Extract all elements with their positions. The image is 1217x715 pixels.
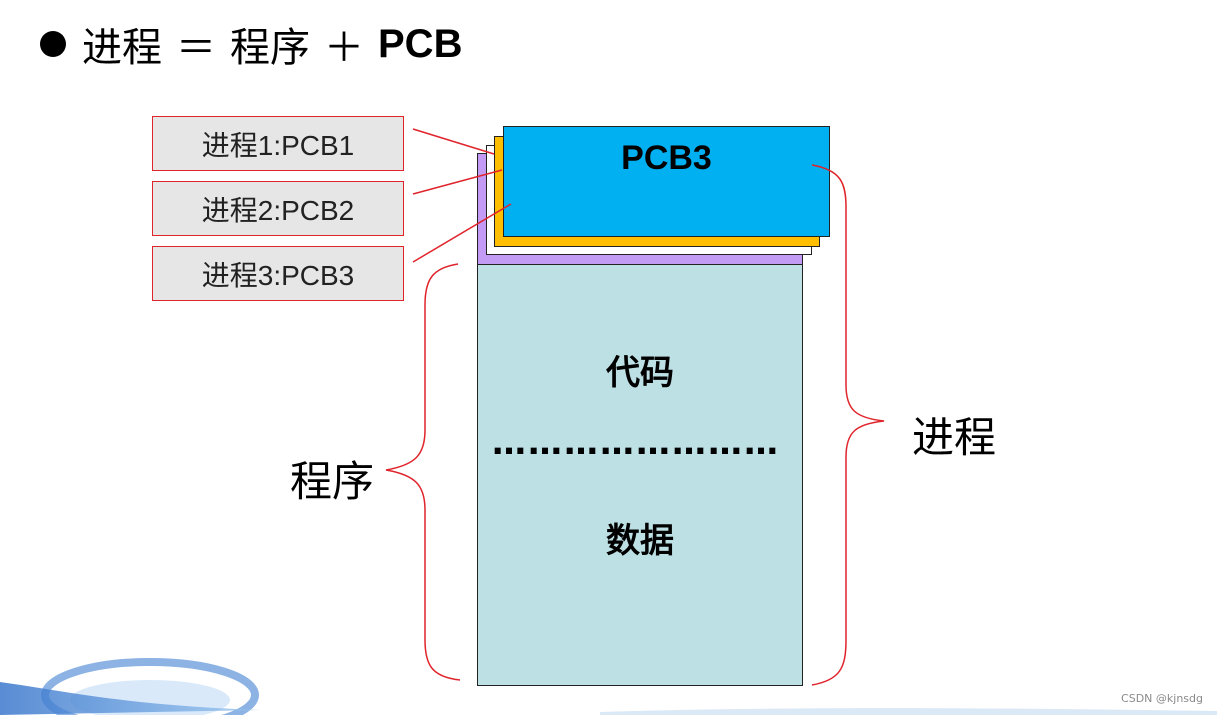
title-equals: ＝ [176,25,216,71]
title-plus: ＋ [324,25,364,71]
title-pcb: PCB [378,21,463,66]
data-label: 数据 [606,521,674,561]
pcb-label: PCB3 [621,139,712,177]
right-brace [811,164,885,686]
separator-dots: …………………… [492,423,780,463]
label-process-2: 进程2:PCB2 [152,181,404,236]
slide-title: 进程 ＝ 程序 ＋ PCB [40,14,462,74]
code-label: 代码 [606,353,674,393]
program-brace-label: 程序 [290,457,375,506]
program-box: 代码 …………………… 数据 [477,264,803,686]
connector-line-1 [412,128,495,155]
process-brace-label: 进程 [912,413,997,462]
pcb-layer-blue: PCB3 [503,126,830,237]
label-process-3: 进程3:PCB3 [152,246,404,301]
title-program: 程序 [230,25,310,71]
watermark: CSDN @kjnsdg [1121,692,1203,705]
bullet-icon [40,31,66,57]
connector-line-3 [412,203,512,263]
left-brace [385,263,461,681]
title-process: 进程 [82,25,162,71]
label-process-1: 进程1:PCB1 [152,116,404,171]
connector-line-2 [412,169,503,195]
